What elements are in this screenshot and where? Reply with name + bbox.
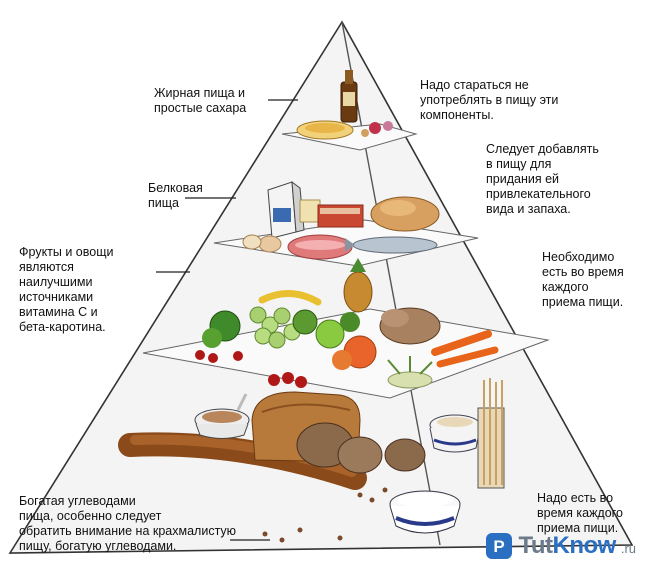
protein-food (242, 180, 440, 260)
note-fats-sugars: Надо стараться не употреблять в пищу эти… (420, 78, 559, 122)
svg-text:P: P (494, 537, 505, 556)
note-fruit-vegetables: Необходимо есть во время каждого приема … (542, 250, 624, 309)
tutknow-logo-icon: P (486, 533, 513, 559)
label-protein: Белковая пища (148, 181, 203, 210)
note-carbohydrates: Надо есть во время каждого приема пищи. (537, 491, 623, 535)
pyramid-outline (8, 20, 634, 554)
watermark-ru: .ru (620, 541, 636, 556)
watermark-know: Know (552, 532, 617, 559)
label-fruit-vegetables: Фрукты и овощи являются наилучшими источ… (19, 245, 114, 334)
carbohydrates-food (118, 378, 505, 543)
fruit-vegetables-food (195, 258, 499, 389)
note-protein: Следует добавлять в пищу для придания ей… (486, 142, 599, 216)
label-fats-sugars: Жирная пища и простые сахара (154, 86, 247, 115)
label-carbohydrates: Богатая углеводами пища, особенно следуе… (19, 494, 237, 553)
watermark-tut: Tut (518, 532, 553, 559)
fats-sugars-food (296, 70, 393, 140)
tutknow-watermark: P TutKnow .ru (484, 531, 636, 561)
